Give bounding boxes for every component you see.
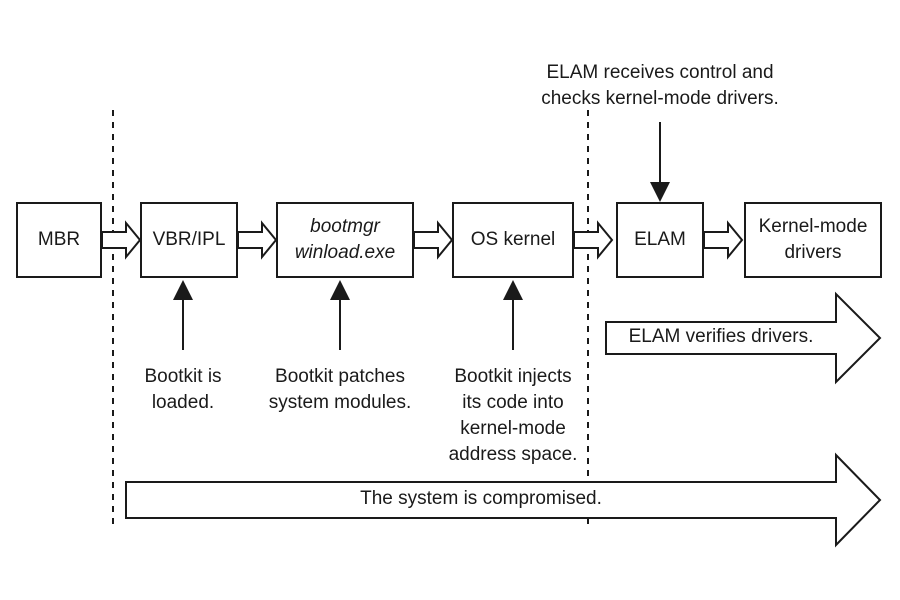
caption-bootkit-loaded: Bootkit is loaded. <box>123 364 243 416</box>
caption-bootkit-injects: Bootkit injects its code into kernel-mod… <box>433 364 593 468</box>
connector-arrow-kernel-elam <box>573 220 614 260</box>
caption-loaded-line2: loaded. <box>151 392 215 413</box>
box-bootmgr-label: bootmgr <box>310 216 380 237</box>
box-os-kernel: OS kernel <box>452 202 574 278</box>
box-kernel-mode-drivers: Kernel-mode drivers <box>744 202 882 278</box>
caption-loaded-line1: Bootkit is <box>144 366 222 387</box>
connector-arrow-bootmgr-kernel <box>413 220 454 260</box>
caption-injects-line3: kernel-mode <box>460 418 566 439</box>
caption-injects-line4: address space. <box>448 444 578 465</box>
caption-elam-line2: checks kernel-mode drivers. <box>541 88 779 109</box>
caption-elam-line1: ELAM receives control and <box>546 62 774 83</box>
connector-arrow-mbr-vbr <box>101 220 142 260</box>
box-os-kernel-label: OS kernel <box>470 229 556 250</box>
box-kernel-mode-label: Kernel-mode <box>758 216 868 237</box>
box-vbr-ipl-label: VBR/IPL <box>152 229 226 250</box>
box-mbr-label: MBR <box>37 229 81 250</box>
box-bootmgr-winload: bootmgr winload.exe <box>276 202 414 278</box>
box-vbr-ipl: VBR/IPL <box>140 202 238 278</box>
caption-elam-receives: ELAM receives control and checks kernel-… <box>520 60 800 112</box>
box-mbr: MBR <box>16 202 102 278</box>
box-elam-label: ELAM <box>634 229 686 250</box>
caption-injects-line1: Bootkit injects <box>454 366 572 387</box>
box-drivers-label: drivers <box>784 242 842 263</box>
wide-arrow-system-compromised-label: The system is compromised. <box>360 488 602 509</box>
connector-arrow-elam-drivers <box>703 220 744 260</box>
box-elam: ELAM <box>616 202 704 278</box>
connector-arrow-vbr-bootmgr <box>237 220 278 260</box>
wide-arrow-system-compromised <box>125 452 882 548</box>
wide-arrow-elam-verifies-label: ELAM verifies drivers. <box>628 326 814 347</box>
caption-patches-line1: Bootkit patches <box>275 366 405 387</box>
caption-patches-line2: system modules. <box>268 392 412 413</box>
caption-bootkit-patches: Bootkit patches system modules. <box>255 364 425 416</box>
box-winload-label: winload.exe <box>294 242 396 263</box>
caption-injects-line2: its code into <box>462 392 564 413</box>
wide-arrow-elam-verifies <box>605 291 882 385</box>
